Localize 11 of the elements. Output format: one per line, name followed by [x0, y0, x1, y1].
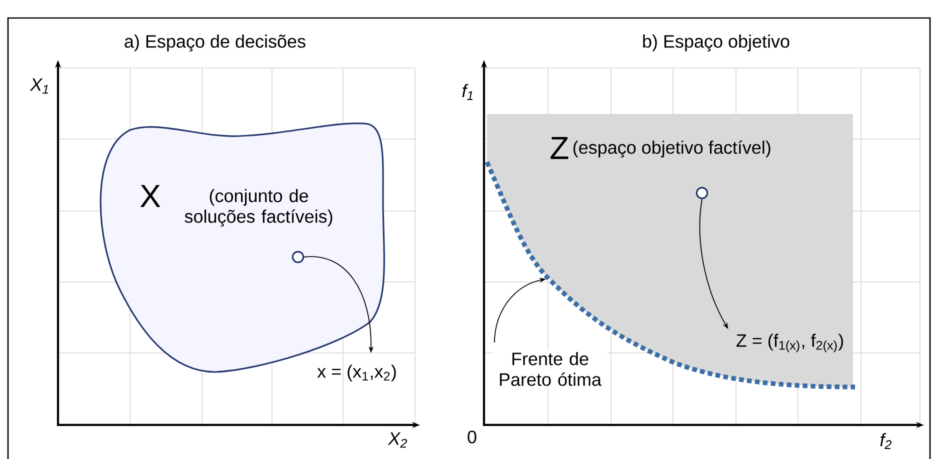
- axis-label: X$_{1}$: [30, 78, 48, 94]
- axis-label: f$_{1}$: [462, 84, 473, 100]
- panel-title: a) Espaço de decisões: [124, 34, 306, 52]
- annotation-text: Z = (f$_{1(x)}$, f$_{2(x)}$): [736, 334, 843, 352]
- axis-label: X$_{2}$: [388, 432, 407, 448]
- panel-title: b) Espaço objetivo: [643, 34, 790, 52]
- axis-label: 0: [468, 430, 476, 444]
- solution-point: [292, 250, 304, 264]
- annotation-text: Frente de Pareto ótima: [492, 350, 608, 388]
- solution-point: [696, 186, 708, 200]
- axis-label: f$_{2}$: [880, 433, 892, 449]
